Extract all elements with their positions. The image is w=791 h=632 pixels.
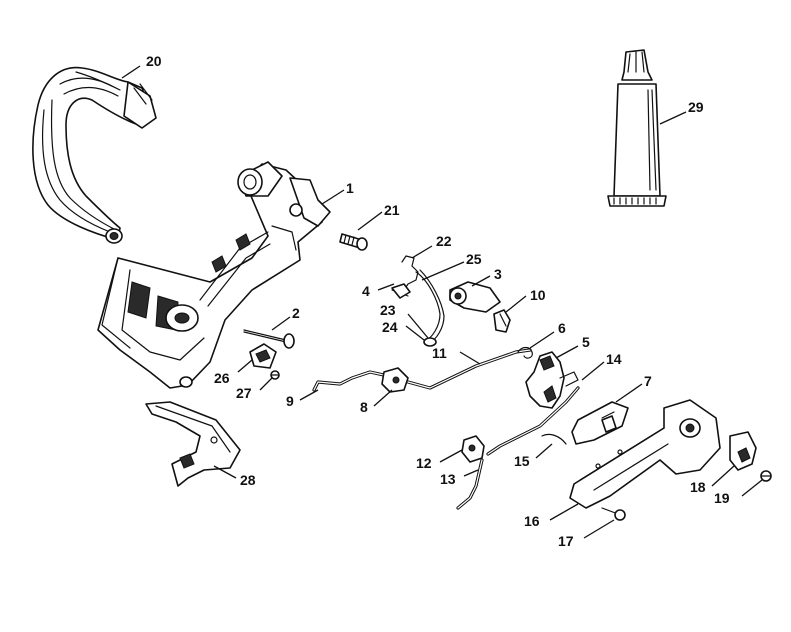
- leader-15: [535, 443, 553, 459]
- callout-26: 26: [214, 370, 230, 386]
- callout-4: 4: [362, 283, 370, 299]
- callout-24: 24: [382, 319, 398, 335]
- callout-19: 19: [714, 490, 730, 506]
- callout-1: 1: [346, 180, 354, 196]
- screw-27-part: [270, 370, 280, 380]
- rod-14-part: [486, 386, 580, 456]
- callout-7: 7: [644, 373, 652, 389]
- leader-12: [439, 449, 463, 463]
- leader-1: [321, 189, 345, 205]
- handle-molding-16-part: [569, 399, 721, 509]
- leader-21: [357, 211, 383, 231]
- switch-3-part: [449, 281, 501, 313]
- trigger-5-part: [525, 351, 579, 409]
- screw-21-part: [339, 233, 368, 251]
- leader-25: [421, 261, 465, 281]
- grease-tube-29-part: [607, 49, 667, 207]
- callout-22: 22: [436, 233, 452, 249]
- rod-13-part: [456, 458, 484, 510]
- spring-15-part: [541, 433, 567, 445]
- leader-11: [459, 351, 481, 365]
- cable-25-part: [415, 269, 445, 347]
- leader-9: [299, 389, 319, 401]
- leader-22: [411, 245, 433, 259]
- leader-10: [505, 295, 527, 313]
- callout-10: 10: [530, 287, 546, 303]
- leader-26: [237, 359, 253, 373]
- leader-20: [121, 65, 141, 79]
- rod-11-part: [406, 348, 532, 390]
- part-12: [461, 435, 485, 463]
- leader-27: [259, 377, 273, 391]
- part-18: [729, 431, 757, 471]
- leader-7: [615, 383, 643, 403]
- screw-2-part: [243, 329, 295, 349]
- leader-29: [659, 111, 687, 125]
- screw-19-part: [760, 470, 772, 482]
- rear-handle-housing-part: [97, 161, 331, 389]
- callout-28: 28: [240, 472, 256, 488]
- leader-2: [271, 316, 291, 331]
- cover-28-part: [145, 401, 241, 487]
- callout-2: 2: [292, 305, 300, 321]
- clip-26-part: [249, 343, 277, 369]
- part-10: [493, 309, 511, 333]
- callout-27: 27: [236, 385, 252, 401]
- callout-14: 14: [606, 351, 622, 367]
- callout-16: 16: [524, 513, 540, 529]
- callout-17: 17: [558, 533, 574, 549]
- callout-12: 12: [416, 455, 432, 471]
- leader-24: [405, 325, 425, 341]
- leader-23: [407, 313, 429, 339]
- callout-23: 23: [380, 302, 396, 318]
- callout-5: 5: [582, 334, 590, 350]
- leader-14: [581, 361, 605, 381]
- leader-13: [463, 469, 479, 477]
- screw-17-part: [601, 507, 626, 521]
- callout-29: 29: [688, 99, 704, 115]
- part-8: [381, 367, 409, 393]
- spring-6-part: [517, 346, 533, 359]
- callout-6: 6: [558, 320, 566, 336]
- leader-17: [583, 519, 615, 539]
- callout-13: 13: [440, 471, 456, 487]
- lever-7-part: [571, 401, 629, 445]
- callout-3: 3: [494, 266, 502, 282]
- clip-4-part: [391, 283, 411, 299]
- callout-18: 18: [690, 479, 706, 495]
- leader-19: [741, 479, 763, 497]
- callout-25: 25: [466, 251, 482, 267]
- callout-21: 21: [384, 202, 400, 218]
- leader-3: [471, 275, 491, 287]
- leader-18: [711, 465, 735, 487]
- callout-11: 11: [432, 345, 447, 361]
- callout-20: 20: [146, 53, 162, 69]
- handlebar-part: [32, 66, 157, 244]
- leader-16: [549, 503, 579, 521]
- leader-28: [213, 465, 237, 479]
- leader-8: [373, 389, 393, 407]
- callout-9: 9: [286, 393, 294, 409]
- leader-4: [377, 283, 395, 291]
- leader-6: [529, 331, 555, 349]
- rod-9-part: [312, 370, 390, 392]
- callout-15: 15: [514, 453, 530, 469]
- leader-5: [555, 345, 579, 359]
- callout-8: 8: [360, 399, 368, 415]
